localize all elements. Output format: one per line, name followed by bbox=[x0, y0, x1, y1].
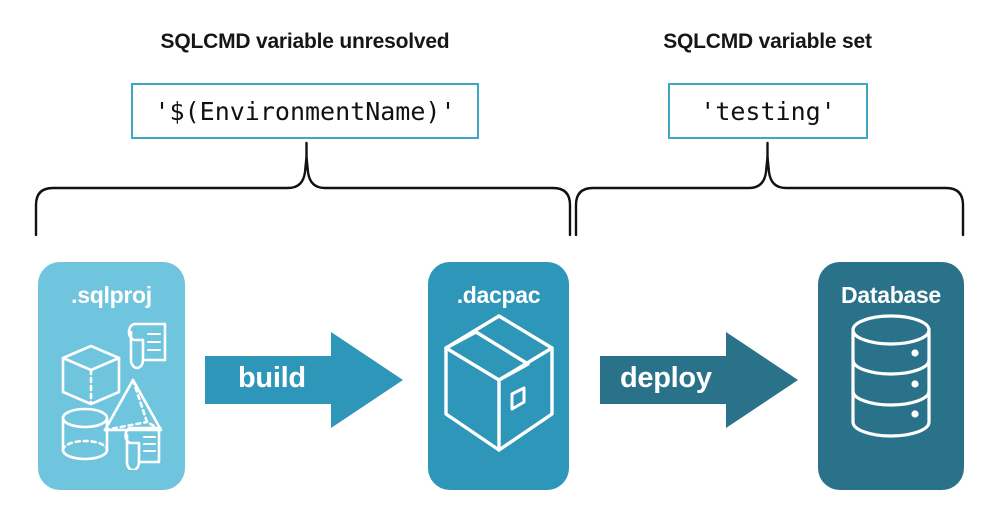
database-indicator-dot bbox=[911, 380, 919, 388]
script-scroll-icon bbox=[123, 426, 160, 470]
brace-right bbox=[574, 141, 965, 237]
database-icon-group bbox=[818, 310, 964, 446]
artifact-box-database[interactable]: Database bbox=[818, 262, 964, 490]
database-cylinder-icon bbox=[851, 314, 931, 438]
database-indicator-dot bbox=[911, 349, 919, 357]
arrow-deploy bbox=[600, 330, 800, 430]
cube-icon bbox=[61, 344, 120, 406]
sqlproj-icon-group bbox=[38, 310, 185, 470]
artifact-label-dacpac: .dacpac bbox=[456, 282, 541, 308]
artifact-label-sqlproj: .sqlproj bbox=[71, 282, 152, 308]
artifact-box-dacpac[interactable]: .dacpac bbox=[428, 262, 569, 490]
database-indicator-dot bbox=[911, 410, 919, 418]
heading-sqlcmd-variable-unresolved: SQLCMD variable unresolved bbox=[160, 30, 450, 53]
heading-sqlcmd-variable-set: SQLCMD variable set bbox=[663, 30, 872, 53]
arrow-deploy-shape bbox=[600, 332, 798, 428]
package-box-icon bbox=[443, 314, 554, 452]
artifact-box-sqlproj[interactable]: .sqlproj bbox=[38, 262, 185, 490]
arrow-label-deploy: deploy bbox=[620, 362, 712, 394]
arrow-build bbox=[205, 330, 405, 430]
pyramid-icon bbox=[103, 378, 162, 432]
code-box-environment-name: '$(EnvironmentName)' bbox=[131, 83, 479, 139]
artifact-label-database: Database bbox=[841, 282, 941, 308]
script-scroll-icon bbox=[127, 322, 166, 370]
dacpac-icon-group bbox=[428, 310, 569, 456]
arrow-label-build: build bbox=[238, 362, 306, 394]
arrow-build-shape bbox=[205, 332, 403, 428]
code-box-testing: 'testing' bbox=[668, 83, 868, 139]
cylinder-icon bbox=[61, 407, 108, 461]
brace-left bbox=[34, 141, 572, 237]
